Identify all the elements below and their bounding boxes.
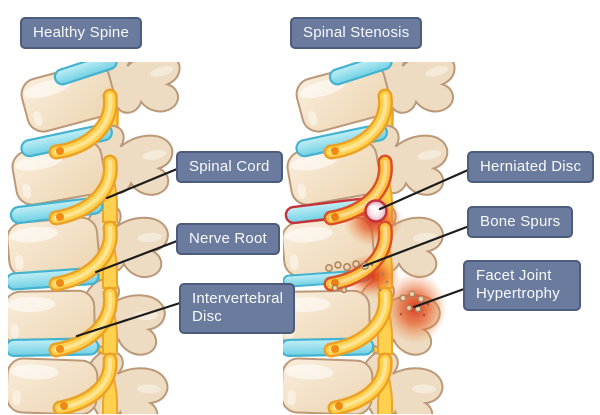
label-intervertebral-disc: Intervertebral Disc: [179, 283, 295, 334]
vertebrae: [8, 62, 183, 414]
nerve-root: [60, 360, 110, 410]
label-facet-joint-hypertrophy: Facet Joint Hypertrophy: [463, 260, 581, 311]
nerve-root: [335, 360, 385, 410]
compressed-nerve-root: [331, 162, 385, 221]
compressed-nerve-root: [331, 228, 385, 287]
header-spinal-stenosis: Spinal Stenosis: [290, 17, 423, 50]
bone-spurs: [325, 259, 389, 294]
label-spinal-cord: Spinal Cord: [176, 151, 283, 184]
label-herniated-disc: Herniated Disc: [467, 151, 595, 184]
header-healthy-spine: Healthy Spine: [20, 17, 142, 50]
label-bone-spurs: Bone Spurs: [467, 206, 574, 239]
label-nerve-root: Nerve Root: [176, 223, 280, 256]
nerve-root: [56, 228, 110, 287]
nerve-root: [331, 294, 385, 353]
nerve-root: [56, 162, 110, 221]
nerve-roots: [331, 96, 385, 410]
healthy-spine-illustration: [8, 62, 183, 414]
nerve-roots: [56, 96, 110, 410]
nerve-root: [56, 96, 110, 155]
nerve-root: [331, 96, 385, 155]
nerve-root: [56, 294, 110, 353]
herniated-disc-bulge: [364, 199, 388, 223]
stenosis-spine-illustration: [283, 62, 458, 414]
